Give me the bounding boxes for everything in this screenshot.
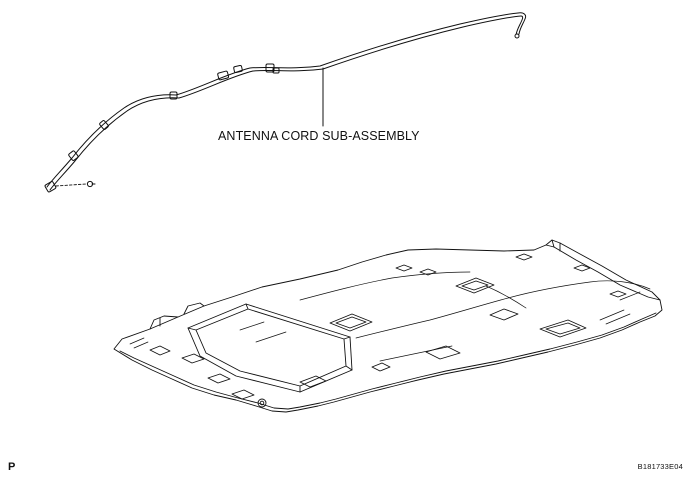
page-marker: P: [8, 461, 16, 473]
roof-headliner-assembly: [113, 239, 663, 413]
antenna-cord-callout-label: ANTENNA CORD SUB-ASSEMBLY: [218, 129, 420, 143]
figure-code: B181733E04: [637, 462, 683, 471]
antenna-cord-sub-assembly: [44, 12, 527, 193]
